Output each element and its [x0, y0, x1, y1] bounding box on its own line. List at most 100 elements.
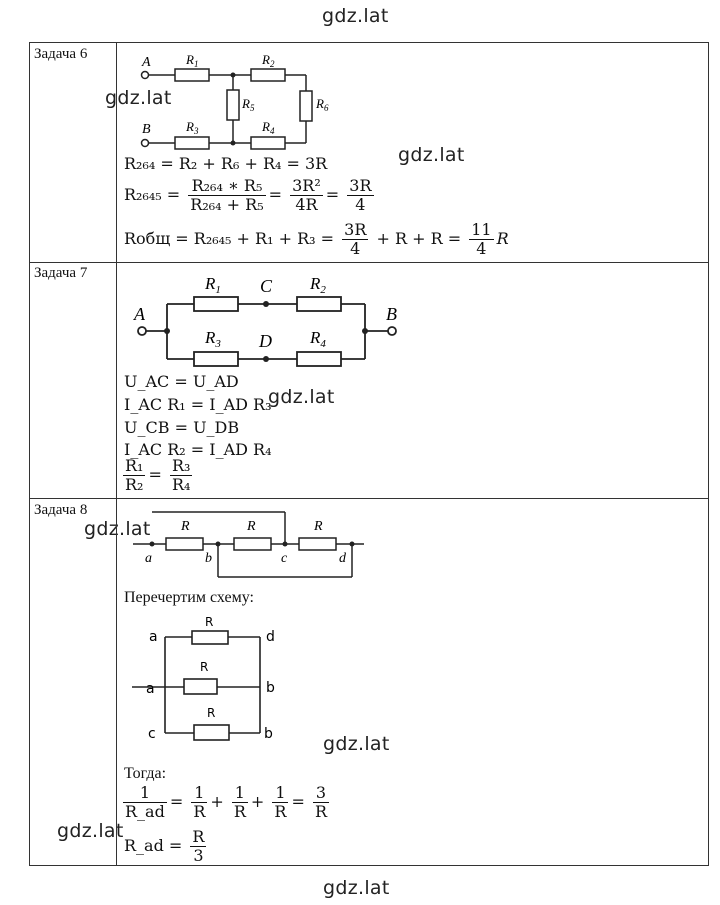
svg-text:R1: R1	[204, 274, 221, 296]
t6-r5-sub: 5	[250, 103, 255, 113]
t8-eq1-term-3-num: 1	[272, 784, 289, 803]
watermark-t8-bottom: gdz.lat	[56, 820, 125, 842]
svg-text:R6: R6	[315, 96, 329, 113]
task-6-label: Задача 6	[34, 46, 88, 62]
t6-eq2-num-3: 3R	[347, 176, 374, 196]
svg-text:R4: R4	[261, 119, 275, 136]
t8-eq1-den: R_ad	[125, 802, 165, 821]
t7-r2-label: R	[309, 274, 321, 293]
t7-r3-label: R	[204, 328, 216, 347]
t8-r1-label: R	[180, 519, 190, 534]
table-border	[29, 42, 709, 866]
t8-hand-r2: R	[200, 660, 208, 674]
svg-text:R1: R1	[185, 52, 198, 69]
t6-eq2-num-1: R₂₆₄ ∗ R₅	[188, 177, 266, 196]
t6-r4-sub: 4	[270, 126, 275, 136]
t6-r2-label: R	[261, 52, 270, 67]
t7-node-c: C	[260, 276, 273, 296]
t8-node-d: d	[339, 551, 347, 566]
t8-hand-node-d: d	[266, 629, 275, 645]
task-7-label: Задача 7	[34, 265, 88, 281]
t7-r4-sub: 4	[320, 338, 326, 350]
t7-r1-sub: 1	[215, 284, 221, 296]
t7-eq5-den-1: R₂	[125, 475, 144, 494]
t6-eq2-lhs: R₂₆₄₅ =	[124, 185, 181, 204]
t7-node-d: D	[258, 331, 272, 351]
t8-eq1-num: 1	[123, 784, 167, 803]
t8-hand-r3: R	[207, 706, 215, 720]
t6-node-a: A	[141, 55, 151, 70]
t6-eq3-den-1: 4	[350, 239, 361, 258]
t7-equation-4: I_AC R₂ = I_AD R₄	[124, 440, 272, 459]
watermark-t8-mid: gdz.lat	[323, 733, 390, 755]
t8-eq1-result-den: R	[314, 802, 328, 821]
t8-hand-node-a1: a	[149, 629, 158, 645]
t7-r1-label: R	[204, 274, 216, 293]
t6-eq3-mid: + R + R =	[376, 229, 462, 248]
t7-r3-sub: 3	[214, 338, 221, 350]
t8-eq1-term-1-num: 1	[191, 784, 208, 803]
t8-r2-label: R	[246, 519, 256, 534]
svg-text:R2: R2	[261, 52, 275, 69]
t7-eq5-num-2: R₃	[169, 456, 193, 476]
watermark-bottom: gdz.lat	[323, 877, 390, 899]
t8-hand-node-a2: a	[146, 681, 155, 697]
t8-node-c: c	[281, 551, 288, 566]
t6-eq3-den-2: 4	[476, 239, 487, 258]
watermark-t6-right: gdz.lat	[398, 144, 465, 166]
t8-redraw-text: Перечертим схему:	[124, 589, 254, 606]
t8-r3-label: R	[313, 519, 323, 534]
t8-eq1-term-2-num: 1	[231, 784, 248, 803]
t6-r6-label: R	[315, 96, 324, 111]
t6-eq3-num-1: 3R	[342, 220, 369, 240]
svg-text:R2: R2	[309, 274, 326, 296]
svg-text:R3: R3	[204, 328, 221, 350]
t7-eq5-den-2: R₄	[171, 475, 191, 494]
t7-equation-1: U_AC = U_AD	[124, 372, 239, 391]
table-row-divider-2	[29, 498, 708, 499]
t7-r4-label: R	[309, 328, 321, 347]
t7-eq5-num-1: R₁	[123, 456, 146, 476]
t7-node-b: B	[386, 304, 397, 324]
t8-node-a: a	[145, 551, 152, 566]
t6-r2-sub: 2	[270, 59, 275, 69]
svg-text:R5: R5	[241, 96, 255, 113]
t6-eq2-den-3: 4	[355, 195, 366, 214]
t8-eq1-term-3-den: R	[274, 802, 287, 821]
task-8-label: Задача 8	[34, 502, 88, 518]
t6-r1-sub: 1	[194, 59, 199, 69]
watermark-t7: gdz.lat	[268, 386, 335, 408]
t8-hand-node-b1: b	[266, 680, 275, 696]
t7-r2-sub: 2	[320, 284, 326, 296]
t6-equation-1: R₂₆₄ = R₂ + R₆ + R₄ = 3R	[124, 154, 328, 173]
t8-hand-node-b2: b	[264, 726, 273, 742]
t6-eq2-den-2: 4R	[295, 195, 318, 214]
t8-eq1-term-1-den: R	[193, 802, 206, 821]
t8-eq1-result-num: 3	[312, 784, 330, 803]
t8-node-b: b	[205, 551, 212, 566]
t8-hand-node-c: c	[148, 726, 156, 742]
t6-r3-sub: 3	[193, 126, 199, 136]
t6-eq3-num-2: 11	[469, 220, 494, 240]
watermark-top: gdz.lat	[322, 5, 389, 27]
t6-eq3-lhs: Rобщ = R₂₆₄₅ + R₁ + R₃ =	[124, 229, 335, 248]
